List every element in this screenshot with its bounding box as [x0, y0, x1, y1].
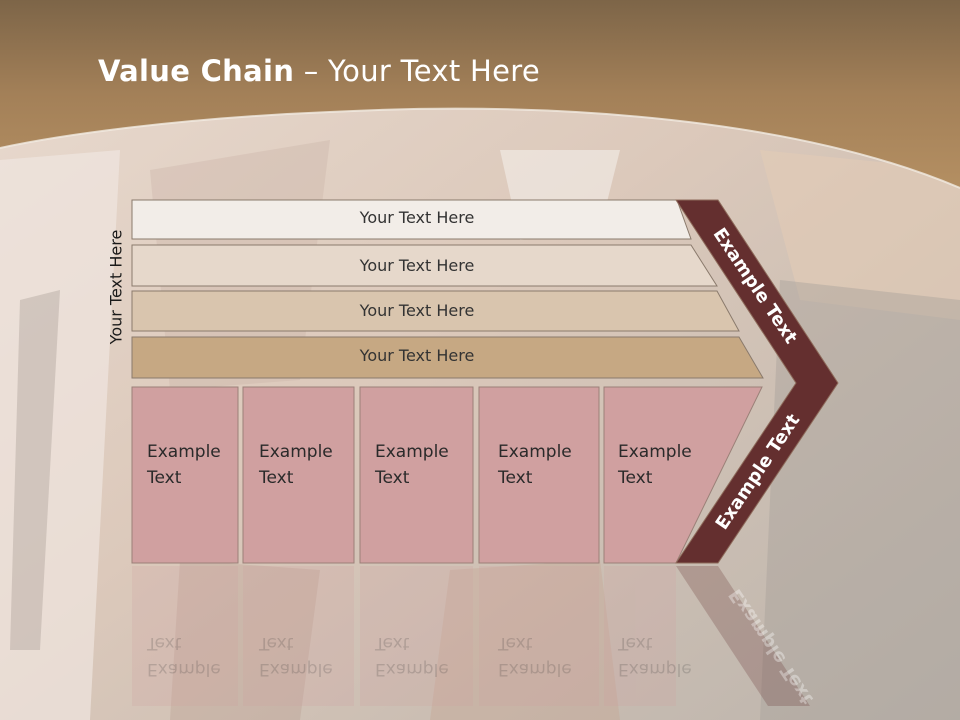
- bar-label-3: Your Text Here: [359, 301, 475, 320]
- title-bold: Value Chain: [98, 54, 295, 88]
- chevron-arrow-reflection: [676, 566, 810, 706]
- cell-1-reflection-line2: Text: [147, 633, 182, 653]
- cell-3-reflection-line1: Example: [375, 659, 449, 679]
- primary-cell-4: [478, 386, 600, 564]
- cell-3-line1: Example: [375, 442, 449, 462]
- cell-3-line2: Text: [375, 468, 410, 488]
- support-bar-2: [131, 244, 718, 287]
- cell-1-line1: Example: [147, 442, 221, 462]
- cell-2-reflection-line2: Text: [259, 633, 294, 653]
- cell-4-line1: Example: [498, 442, 572, 462]
- cell-2-line2: Text: [259, 468, 294, 488]
- cell-reflection-shape-5: [604, 566, 676, 706]
- cell-2-line1: Example: [259, 442, 333, 462]
- cell-5-reflection-line2: Text: [618, 633, 653, 653]
- bar-label-1: Your Text Here: [359, 208, 475, 227]
- cell-5-line2: Text: [618, 468, 653, 488]
- cell-4-line2: Text: [498, 468, 533, 488]
- cell-1-line2: Text: [147, 468, 182, 488]
- cell-4-reflection-line1: Example: [498, 659, 572, 679]
- cell-reflection-5: Example Text: [618, 630, 718, 682]
- primary-cells: [131, 386, 763, 564]
- cell-reflection-shape-4: [479, 566, 599, 706]
- cell-reflection-3: Example Text: [375, 630, 475, 682]
- cell-reflection-shape-3: [360, 566, 473, 706]
- support-bar-1: [131, 199, 692, 240]
- support-bars: [131, 199, 764, 379]
- bar-label-2: Your Text Here: [359, 256, 475, 275]
- chevron-arrow: [675, 199, 839, 564]
- cell-reflection-2: Example Text: [259, 630, 359, 682]
- slide-title: Value Chain – Your Text Here: [98, 54, 540, 88]
- support-bar-3: [131, 290, 740, 332]
- primary-cell-2: [242, 386, 355, 564]
- cell-1-reflection-line1: Example: [147, 659, 221, 679]
- cell-3-reflection-line2: Text: [375, 633, 410, 653]
- primary-cell-3: [359, 386, 474, 564]
- cell-reflection-4: Example Text: [498, 630, 598, 682]
- cell-reflection-1: Example Text: [147, 630, 247, 682]
- title-rest: – Your Text Here: [294, 54, 540, 88]
- cell-reflection-shape-1: [132, 566, 238, 706]
- support-bar-4: [131, 336, 764, 379]
- cell-2-reflection-line1: Example: [259, 659, 333, 679]
- cell-4-reflection-line2: Text: [498, 633, 533, 653]
- cell-reflection-shape-2: [243, 566, 354, 706]
- primary-cell-1: [131, 386, 239, 564]
- bar-label-4: Your Text Here: [359, 346, 475, 365]
- reflection: [132, 566, 676, 706]
- cell-5-reflection-line1: Example: [618, 659, 692, 679]
- cell-5-line1: Example: [618, 442, 692, 462]
